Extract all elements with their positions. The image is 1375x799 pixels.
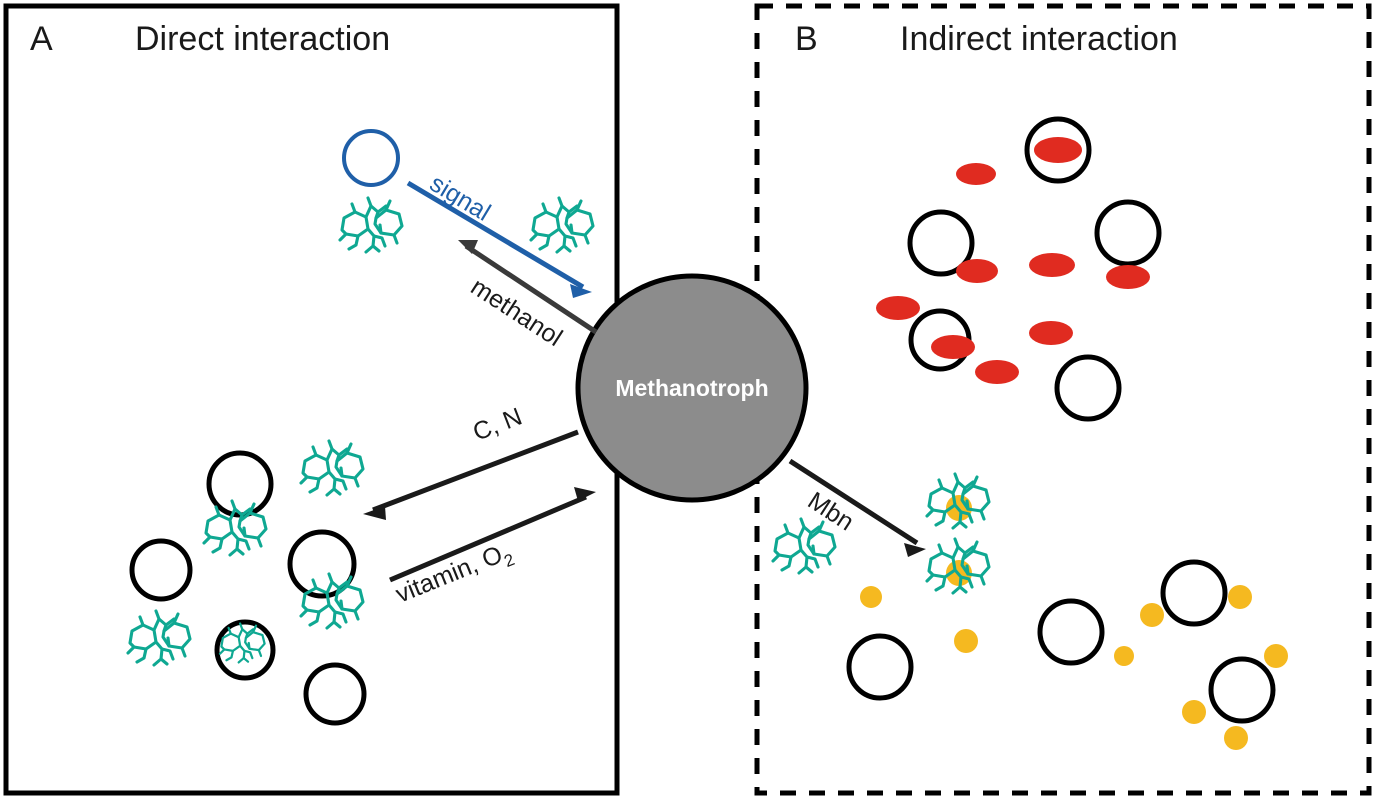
blue-partner-circle bbox=[342, 129, 400, 187]
red-particle bbox=[1029, 321, 1073, 345]
red-particle bbox=[1034, 137, 1082, 163]
red-particle bbox=[975, 360, 1019, 384]
copper-dot bbox=[860, 586, 882, 608]
methanotroph-label: Methanotroph bbox=[615, 375, 768, 401]
methanotroph-circle bbox=[575, 273, 809, 503]
partner-circle bbox=[1094, 199, 1162, 267]
panel-b-border bbox=[754, 3, 1372, 796]
panel-b: B Indirect interaction bbox=[754, 3, 1372, 796]
panel-b-letter: B bbox=[795, 20, 818, 58]
mbn-arrow: Mbn bbox=[788, 458, 926, 557]
mbn-arrow-label: Mbn bbox=[803, 487, 859, 537]
partner-circle bbox=[1037, 598, 1105, 666]
partner-circle bbox=[907, 209, 975, 277]
molecule-icon bbox=[771, 517, 837, 575]
red-particle bbox=[1029, 253, 1075, 277]
panel-b-content bbox=[771, 116, 1288, 750]
panel-a-border bbox=[3, 3, 620, 796]
partner-circle bbox=[1160, 559, 1228, 627]
partner-circle bbox=[303, 662, 367, 726]
red-particle bbox=[956, 259, 998, 283]
panel-b-title: Indirect interaction bbox=[900, 20, 1178, 58]
copper-dot bbox=[1114, 646, 1134, 666]
panel-a-content bbox=[126, 129, 595, 726]
red-particle bbox=[876, 296, 920, 320]
mbn-copper-complex bbox=[925, 472, 991, 530]
copper-dot bbox=[1224, 726, 1248, 750]
partner-circle bbox=[1054, 354, 1122, 422]
panel-a: A Direct interaction bbox=[3, 3, 620, 796]
panel-a-title: Direct interaction bbox=[135, 20, 390, 58]
copper-dot bbox=[1264, 644, 1288, 668]
partner-circle bbox=[206, 450, 274, 518]
red-particle bbox=[1106, 265, 1150, 289]
partner-circle bbox=[846, 633, 914, 701]
red-particle bbox=[956, 163, 996, 185]
copper-dot bbox=[954, 629, 978, 653]
partner-circle bbox=[1208, 656, 1276, 724]
mbn-copper-complex bbox=[925, 537, 991, 595]
panel-a-letter: A bbox=[30, 20, 53, 58]
copper-dot bbox=[1182, 700, 1206, 724]
partner-circle bbox=[129, 538, 193, 602]
copper-dot bbox=[1140, 603, 1164, 627]
methanotroph-node: Methanotroph bbox=[575, 273, 809, 503]
copper-dot bbox=[1228, 585, 1252, 609]
partner-circle bbox=[287, 529, 357, 599]
red-particle bbox=[931, 335, 975, 359]
